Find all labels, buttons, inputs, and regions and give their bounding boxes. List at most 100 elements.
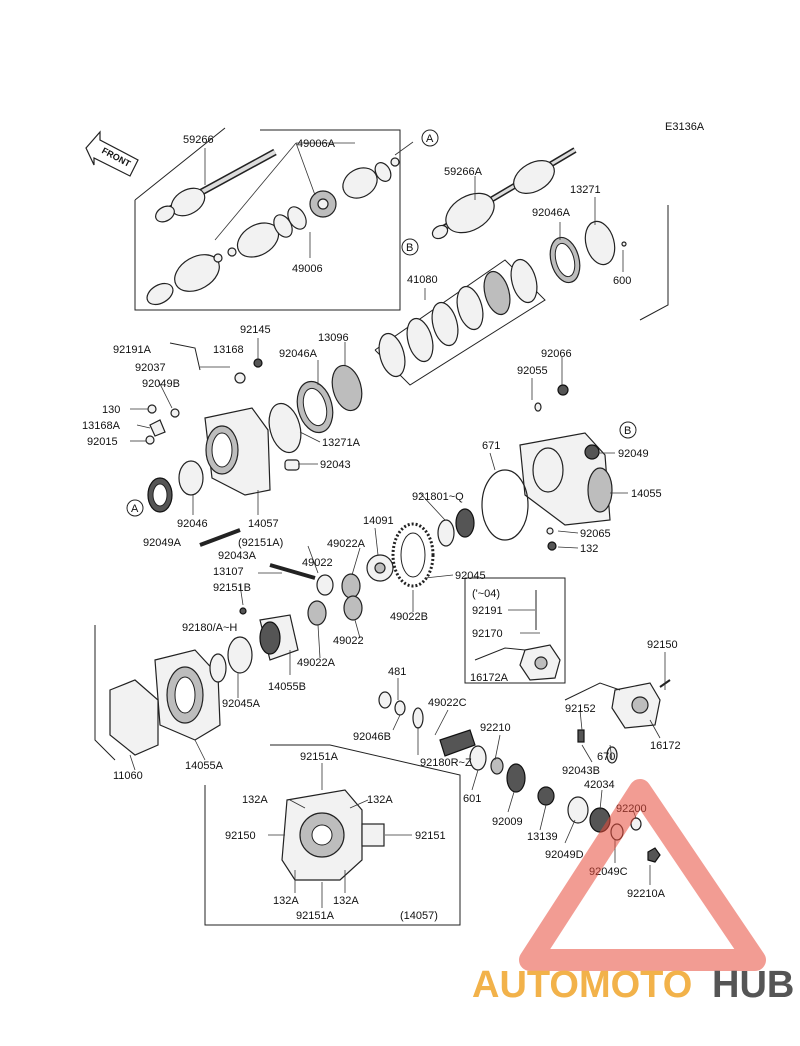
label-13271A: 13271A [322, 437, 361, 449]
label-92180-A-H: 92180/A~H [182, 622, 237, 634]
label-92046A-mid: 92046A [279, 348, 318, 360]
watermark-word-auto: AUTOMOTO [472, 964, 692, 1006]
label-671: 671 [482, 440, 500, 452]
label-92210A: 92210A [627, 888, 666, 900]
label-59266A: 59266A [444, 166, 483, 178]
label-92046B: 92046B [353, 731, 391, 743]
label-49022C: 49022C [428, 697, 467, 709]
label-92046: 92046 [177, 518, 208, 530]
label-132A-br: 132A [333, 895, 359, 907]
label-49022A-top: 49022A [327, 538, 366, 550]
label-49022A-low: 49022A [297, 657, 336, 669]
label-92055: 92055 [517, 365, 548, 377]
label-13168A: 13168A [82, 420, 121, 432]
label-92043B: 92043B [562, 765, 600, 777]
label-132A-tr: 132A [367, 794, 393, 806]
label-92015: 92015 [87, 436, 118, 448]
label-92045A: 92045A [222, 698, 261, 710]
subassembly-frame [204, 744, 461, 926]
label-92049B: 92049B [142, 378, 180, 390]
label-41080: 41080 [407, 274, 438, 286]
label-600: 600 [613, 275, 631, 287]
label-92037: 92037 [135, 362, 166, 374]
label-132A-bl: 132A [273, 895, 299, 907]
marker-a-top: A [421, 129, 439, 147]
svg-text:B: B [406, 242, 413, 254]
leader-lines [129, 141, 666, 908]
label-92150-box: 92150 [225, 830, 256, 842]
watermark-word-hub: HUB [712, 964, 794, 1006]
marker-a-left: A [126, 499, 144, 517]
label-92210: 92210 [480, 722, 511, 734]
label-92180R-Z: 92180R~Z [420, 757, 472, 769]
label-92151A-box-top: 92151A [300, 751, 339, 763]
driveshaft-kit-frame [134, 129, 401, 311]
watermark-triangle-icon [519, 779, 766, 971]
label-14055A: 14055A [185, 760, 224, 772]
label-92049A: 92049A [143, 537, 182, 549]
label-92170: 92170 [472, 628, 503, 640]
driveshaft-kit-frame-diag [134, 127, 226, 201]
label-49022: 49022 [302, 557, 333, 569]
label-92065: 92065 [580, 528, 611, 540]
label-92045: 92045 [455, 570, 486, 582]
label-13107: 13107 [213, 566, 244, 578]
label-16172A: 16172A [470, 672, 509, 684]
rear-shaft-bracket [639, 205, 669, 321]
label-92145: 92145 [240, 324, 271, 336]
label-42034: 42034 [584, 779, 615, 791]
rear-gear-case-14055 [437, 384, 613, 551]
label-92191: 92191 [472, 605, 503, 617]
ring-gear-set [269, 522, 435, 626]
label-92049: 92049 [618, 448, 649, 460]
label-92049D: 92049D [545, 849, 584, 861]
clutch-plate-stack [374, 258, 546, 386]
gasket-bracket [94, 625, 116, 761]
label-13096: 13096 [318, 332, 349, 344]
label-14055B: 14055B [268, 681, 306, 693]
front-gear-case-14057 [145, 342, 271, 547]
lower-gear-case-14055A [109, 607, 299, 756]
watermark-logo: AUTOMOTO HUB [472, 779, 794, 1006]
label-130: 130 [102, 404, 120, 416]
label-11060: 11060 [113, 770, 143, 782]
label-92152: 92152 [565, 703, 596, 715]
label-132: 132 [580, 543, 598, 555]
actuator-16172 [564, 679, 671, 729]
label-92151A-box-bot: 92151A [296, 910, 335, 922]
middle-ring-set [268, 364, 363, 471]
label-13168: 13168 [213, 344, 244, 356]
label-49022-low: 49022 [333, 635, 364, 647]
range-note-frame [464, 577, 566, 684]
label-59266: 59266 [183, 134, 214, 146]
label-13271: 13271 [570, 184, 601, 196]
label-670: 670 [597, 751, 615, 763]
svg-text:A: A [131, 503, 139, 515]
label-601: 601 [463, 793, 481, 805]
label-13139: 13139 [527, 831, 558, 843]
label-92150-top: 92150 [647, 639, 678, 651]
label-49022B: 49022B [390, 611, 428, 623]
label-132A-tl: 132A [242, 794, 268, 806]
label-92043: 92043 [320, 459, 351, 471]
actuator-16172A [474, 590, 561, 681]
label-92151B: 92151B [213, 582, 251, 594]
label-14055: 14055 [631, 488, 662, 500]
label-92191A: 92191A [113, 344, 152, 356]
label-92046A-top: 92046A [532, 207, 571, 219]
label-92009: 92009 [492, 816, 523, 828]
svg-text:B: B [624, 425, 631, 437]
label-49006A: 49006A [297, 138, 336, 150]
marker-b-right: B [619, 421, 637, 439]
label-92151-box: 92151 [415, 830, 446, 842]
rear-driveshaft-assembly [431, 147, 577, 240]
front-driveshaft-assembly [146, 148, 400, 306]
label-16172: 16172 [650, 740, 681, 752]
label-49006: 49006 [292, 263, 323, 275]
diagram-code: E3136A [665, 121, 705, 133]
label-481: 481 [388, 666, 406, 678]
label-92043A: 92043A [218, 550, 257, 562]
label-range-note: ('~04) [472, 588, 500, 600]
